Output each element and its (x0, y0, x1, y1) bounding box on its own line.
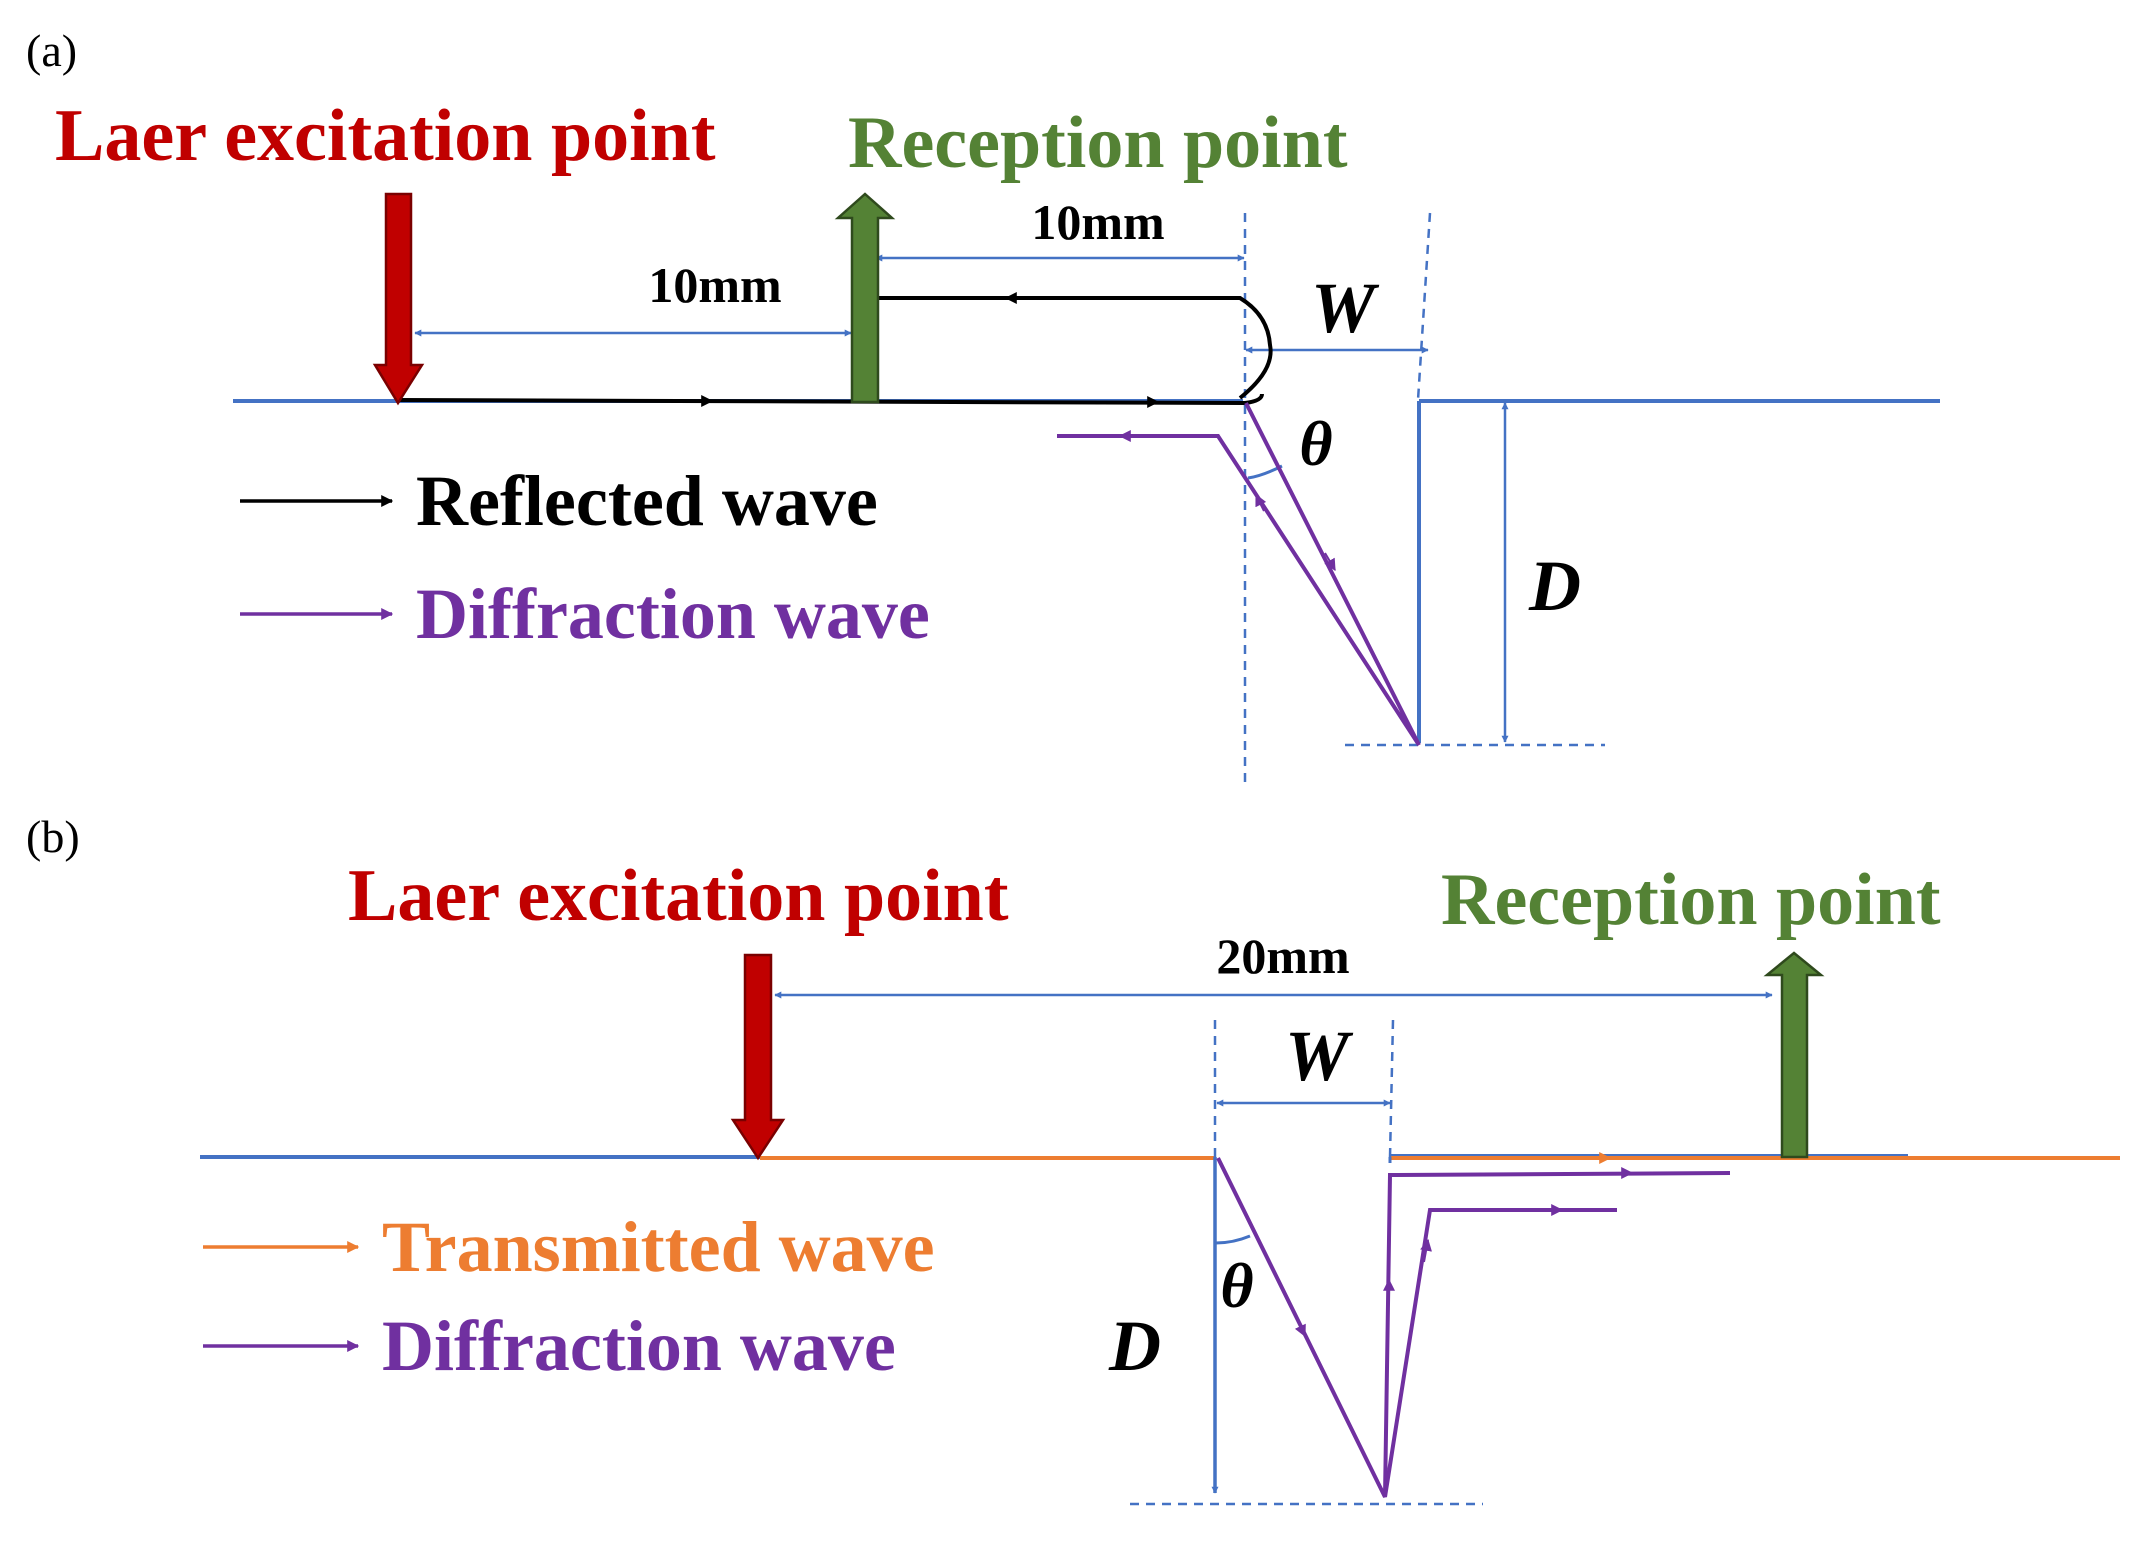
panel-a-reflected-wave-forward (397, 393, 1264, 406)
panel-b-reception-title: Reception point (1441, 859, 1941, 941)
panel-b: (b) Laer excitation point Reception poin… (26, 811, 2120, 1506)
panel-b-diffraction-arrowhead-1 (1294, 1314, 1306, 1338)
panel-b-excitation-title: Laer excitation point (348, 855, 1009, 937)
panel-a-angle-symbol: θ (1299, 408, 1332, 479)
panel-a-dist-excitation-reception: 10mm (648, 257, 781, 313)
panel-a-width-symbol: W (1311, 268, 1380, 348)
panel-a-diffraction-arrowhead-2 (1324, 552, 1336, 572)
panel-b-diffraction-wave-lower (1383, 1208, 1617, 1498)
panel-a-legend-diffraction-label: Diffraction wave (416, 574, 930, 654)
panel-a-legend-reflected-label: Reflected wave (416, 461, 878, 541)
panel-b-legend-diffraction-label: Diffraction wave (382, 1306, 896, 1386)
panel-b-depth-symbol: D (1108, 1306, 1161, 1386)
panel-b-legend: Transmitted wave Diffraction wave (203, 1207, 935, 1386)
panel-a-dist-reception-notch: 10mm (1031, 194, 1164, 250)
panel-a-excitation-down-arrow-icon (372, 192, 425, 406)
panel-a-legend: Reflected wave Diffraction wave (240, 461, 930, 654)
panel-a-diffraction-wave (1057, 402, 1421, 747)
panel-b-reception-up-arrow-icon (1763, 951, 1825, 1159)
panel-b-label: (b) (26, 811, 80, 862)
panel-b-width-symbol: W (1285, 1016, 1354, 1096)
panel-a-reception-up-arrow-icon (834, 192, 896, 404)
panel-b-angle-arc (1215, 1234, 1251, 1245)
panel-a-diffraction-arrowhead-3 (1255, 493, 1267, 512)
panel-b-diffraction-arrowhead-3 (1420, 1238, 1432, 1263)
panel-a: (a) Laer excitation point Reception poin… (26, 25, 1940, 785)
panel-b-dist-excitation-reception: 20mm (1216, 928, 1349, 984)
panel-a-label: (a) (26, 25, 77, 76)
panel-a-guide-right (1416, 212, 1432, 401)
panel-a-reflected-wave-back (862, 296, 1273, 400)
panel-a-reception-title: Reception point (848, 102, 1348, 184)
panel-a-excitation-title: Laer excitation point (55, 95, 716, 177)
panel-b-guide-right (1388, 1019, 1395, 1158)
panel-a-depth-symbol: D (1528, 546, 1581, 626)
panel-b-legend-transmitted-label: Transmitted wave (382, 1207, 935, 1287)
panel-b-excitation-down-arrow-icon (730, 953, 786, 1161)
panel-b-angle-symbol: θ (1220, 1250, 1253, 1321)
